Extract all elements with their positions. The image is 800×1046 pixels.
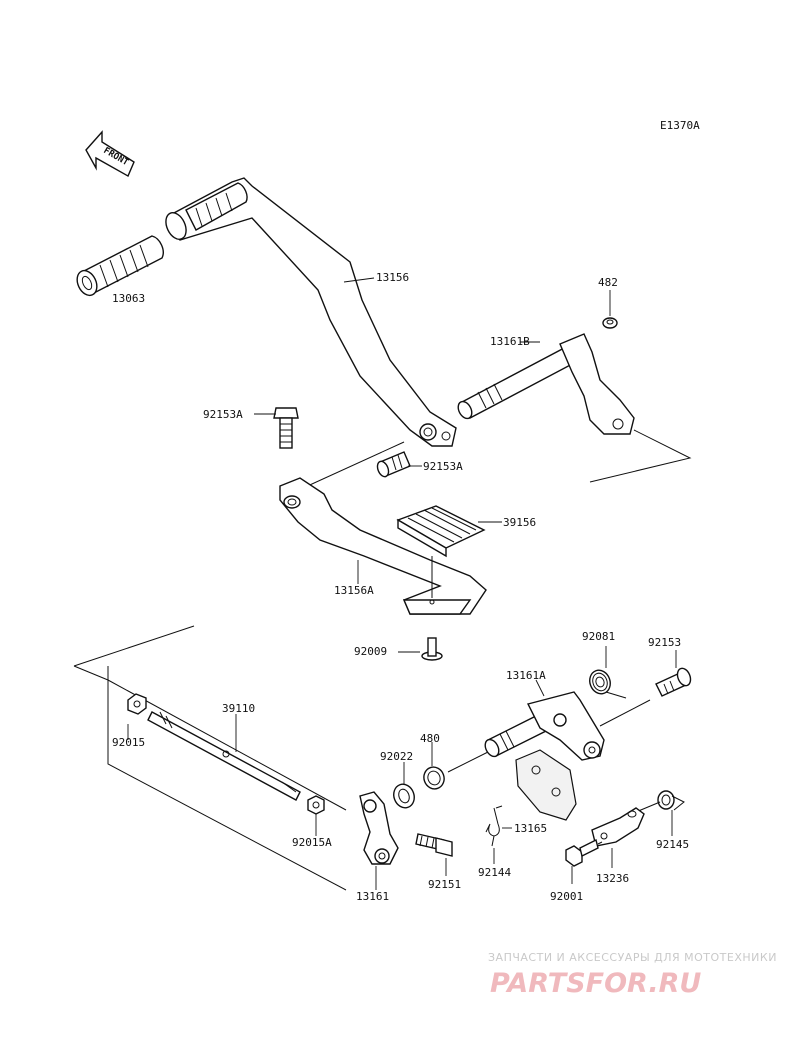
part-480-circlip bbox=[423, 766, 445, 790]
part-39156-pad bbox=[396, 505, 486, 558]
part-92015-nut bbox=[127, 693, 147, 715]
callout-92151: 92151 bbox=[428, 878, 461, 891]
part-13156A-pedal bbox=[279, 477, 487, 615]
callout-480: 480 bbox=[420, 732, 440, 745]
callout-13161: 13161 bbox=[356, 890, 389, 903]
part-39110-rod bbox=[147, 711, 301, 801]
part-92153A-bolt-mid bbox=[376, 451, 411, 478]
callout-13156: 13156 bbox=[376, 271, 409, 284]
part-92153A-bolt-top bbox=[273, 407, 299, 449]
callout-13236: 13236 bbox=[596, 872, 629, 885]
part-92022-washer bbox=[393, 783, 415, 809]
callout-92153A-mid: 92153A bbox=[423, 460, 463, 473]
part-92151-bolt bbox=[415, 833, 453, 857]
part-13156-lever bbox=[165, 177, 457, 447]
part-13165-spring bbox=[485, 805, 503, 847]
callout-92022: 92022 bbox=[380, 750, 413, 763]
part-92153-bolt bbox=[655, 667, 692, 697]
part-92001-bolt bbox=[565, 838, 599, 867]
diagram-code: E1370A bbox=[660, 119, 700, 132]
part-92081-spring bbox=[589, 669, 627, 699]
callout-92153A-top: 92153A bbox=[203, 408, 243, 421]
callout-92015: 92015 bbox=[112, 736, 145, 749]
part-482-nut bbox=[602, 317, 618, 329]
callout-92081: 92081 bbox=[582, 630, 615, 643]
watermark-tagline: ЗАПЧАСТИ И АКСЕССУАРЫ ДЛЯ МОТОТЕХНИКИ bbox=[488, 951, 777, 964]
callout-92144: 92144 bbox=[478, 866, 511, 879]
callout-39110: 39110 bbox=[222, 702, 255, 715]
part-92009-screw bbox=[421, 637, 443, 661]
callout-13156A: 13156A bbox=[334, 584, 374, 597]
callout-92145: 92145 bbox=[656, 838, 689, 851]
callout-92015A: 92015A bbox=[292, 836, 332, 849]
callout-92009: 92009 bbox=[354, 645, 387, 658]
part-13161B-shaft bbox=[457, 333, 635, 435]
callout-13165: 13165 bbox=[514, 822, 547, 835]
front-arrow-icon: FRONT bbox=[85, 130, 135, 177]
part-13236-bracket bbox=[591, 807, 645, 847]
callout-13063: 13063 bbox=[112, 292, 145, 305]
part-13161A-shaft bbox=[484, 691, 605, 821]
part-92015A-nut bbox=[307, 795, 325, 815]
part-92145-clamp bbox=[657, 790, 685, 811]
callout-92001: 92001 bbox=[550, 890, 583, 903]
part-13161-lever bbox=[359, 791, 399, 865]
callout-13161B: 13161B bbox=[490, 335, 530, 348]
callout-92153: 92153 bbox=[648, 636, 681, 649]
watermark-logo: PARTSFOR.RU bbox=[490, 968, 701, 999]
callout-39156: 39156 bbox=[503, 516, 536, 529]
part-13063-grip bbox=[76, 235, 164, 297]
callout-482: 482 bbox=[598, 276, 618, 289]
callout-13161A: 13161A bbox=[506, 669, 546, 682]
